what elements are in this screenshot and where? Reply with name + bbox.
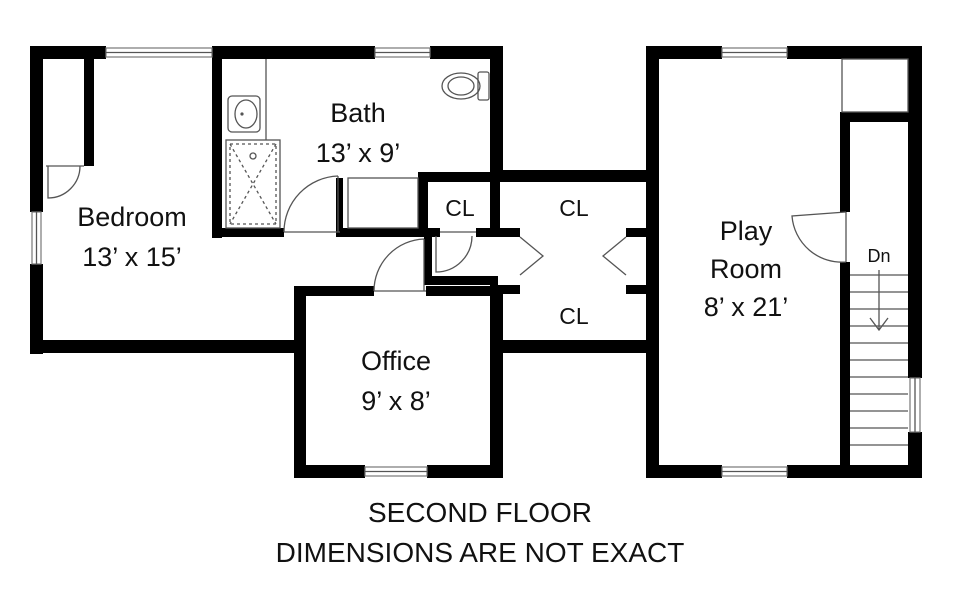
stairs-label: Dn <box>867 246 890 266</box>
caption: SECOND FLOOR DIMENSIONS ARE NOT EXACT <box>276 497 685 568</box>
bathtub-icon <box>347 177 419 229</box>
office-size: 9’ x 8’ <box>361 386 431 416</box>
bedroom-size: 13’ x 15’ <box>82 242 182 272</box>
sink-icon <box>227 95 261 133</box>
office-name: Office <box>361 346 431 376</box>
caption-floor: SECOND FLOOR <box>368 497 592 528</box>
bath-size: 13’ x 9’ <box>316 138 401 168</box>
shower-icon <box>225 139 281 229</box>
walls <box>30 46 922 478</box>
play-room-size: 8’ x 21’ <box>704 292 789 322</box>
room-labels: Bedroom 13’ x 15’ Bath 13’ x 9’ Office 9… <box>77 98 788 416</box>
doors <box>46 165 847 292</box>
stairs: Dn <box>850 246 908 446</box>
stair-down-arrow-icon <box>869 270 889 332</box>
play-room-name-line2: Room <box>710 254 782 284</box>
caption-disclaimer: DIMENSIONS ARE NOT EXACT <box>276 537 685 568</box>
closet-label-lower: CL <box>559 303 589 329</box>
play-room-name-line1: Play <box>720 216 773 246</box>
closet-label-upper: CL <box>559 195 589 221</box>
closet-label-small: CL <box>445 195 475 221</box>
bedroom-name: Bedroom <box>77 202 187 232</box>
toilet-icon <box>441 71 490 101</box>
bath-name: Bath <box>330 98 386 128</box>
bath-fixtures <box>225 58 909 229</box>
windows <box>31 47 921 477</box>
